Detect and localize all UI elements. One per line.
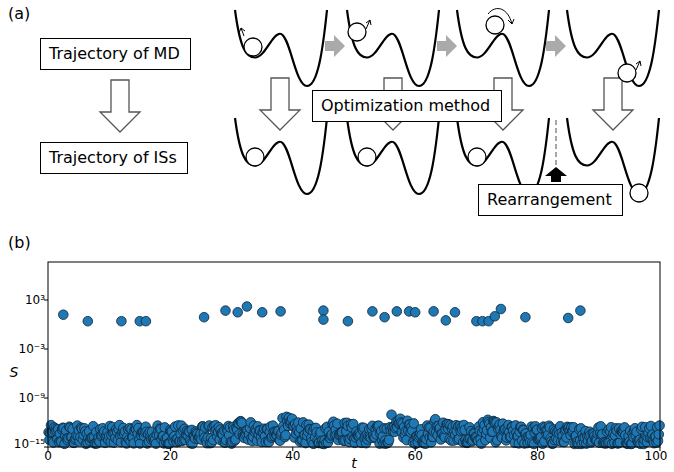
box-text: Optimization method xyxy=(321,96,493,116)
axis-ticks xyxy=(44,300,660,451)
tick-label: 20 xyxy=(163,450,178,462)
label-box: Optimization method xyxy=(312,90,502,122)
tick-label: 40 xyxy=(285,450,300,462)
scatter-plot xyxy=(44,302,665,449)
label-box: Trajectory of MD xyxy=(40,38,191,70)
tick-label: 60 xyxy=(408,450,423,462)
up-arrow xyxy=(545,167,567,182)
dashed-line xyxy=(555,120,557,170)
tick-label: 80 xyxy=(530,450,545,462)
box-text: Rearrangement xyxy=(487,190,614,210)
box-text: Trajectory of MD xyxy=(49,44,182,64)
label-box: Trajectory of ISs xyxy=(40,142,188,174)
down-arrows xyxy=(100,78,633,132)
tick-label: 0 xyxy=(44,450,52,462)
tick-label: 10⁻⁹ xyxy=(19,392,45,404)
label-box: Rearrangement xyxy=(478,184,623,216)
box-text: Trajectory of ISs xyxy=(49,148,179,168)
tick-label: 100 xyxy=(645,450,668,462)
panel-label: (b) xyxy=(8,235,31,251)
axis-label: S xyxy=(10,365,19,379)
md-wells xyxy=(235,9,659,86)
plot-frame xyxy=(48,262,660,447)
tick-label: 10⁻³ xyxy=(19,343,45,355)
tick-label: 10³ xyxy=(25,294,45,306)
panel-label: (a) xyxy=(8,6,30,22)
tick-label: 10⁻¹⁵ xyxy=(14,438,45,450)
axis-label: t xyxy=(351,456,357,470)
